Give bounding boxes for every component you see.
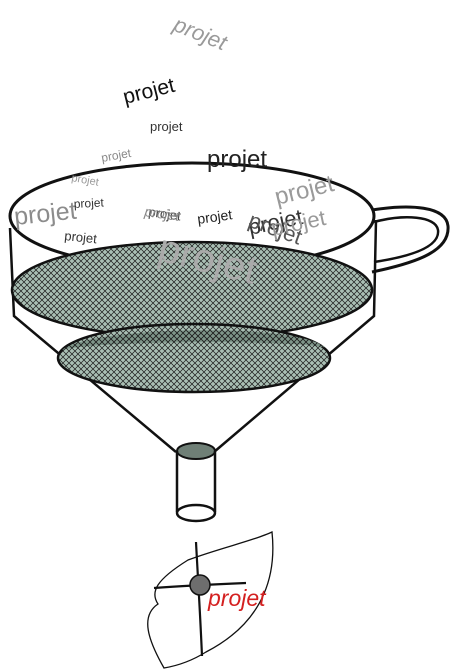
word-projet: projet xyxy=(143,203,182,224)
word-projet: projet xyxy=(121,74,178,109)
word-projet: projet xyxy=(73,195,104,211)
word-projet-highlight: projet xyxy=(207,585,267,611)
word-projet: projet xyxy=(272,170,337,211)
target-point xyxy=(190,575,210,595)
word-projet: projet xyxy=(150,119,183,134)
word-projet: projet xyxy=(100,146,133,165)
word-projet: projet xyxy=(207,146,267,173)
word-projet: projet xyxy=(196,206,233,227)
word-projet: projet xyxy=(13,197,78,231)
spout-tube xyxy=(177,451,215,512)
word-projet: projet xyxy=(64,228,98,246)
spout-opening xyxy=(177,443,215,459)
word-projet: projet xyxy=(70,172,99,189)
spout-end xyxy=(177,505,215,521)
word-projet: projet xyxy=(169,11,231,56)
